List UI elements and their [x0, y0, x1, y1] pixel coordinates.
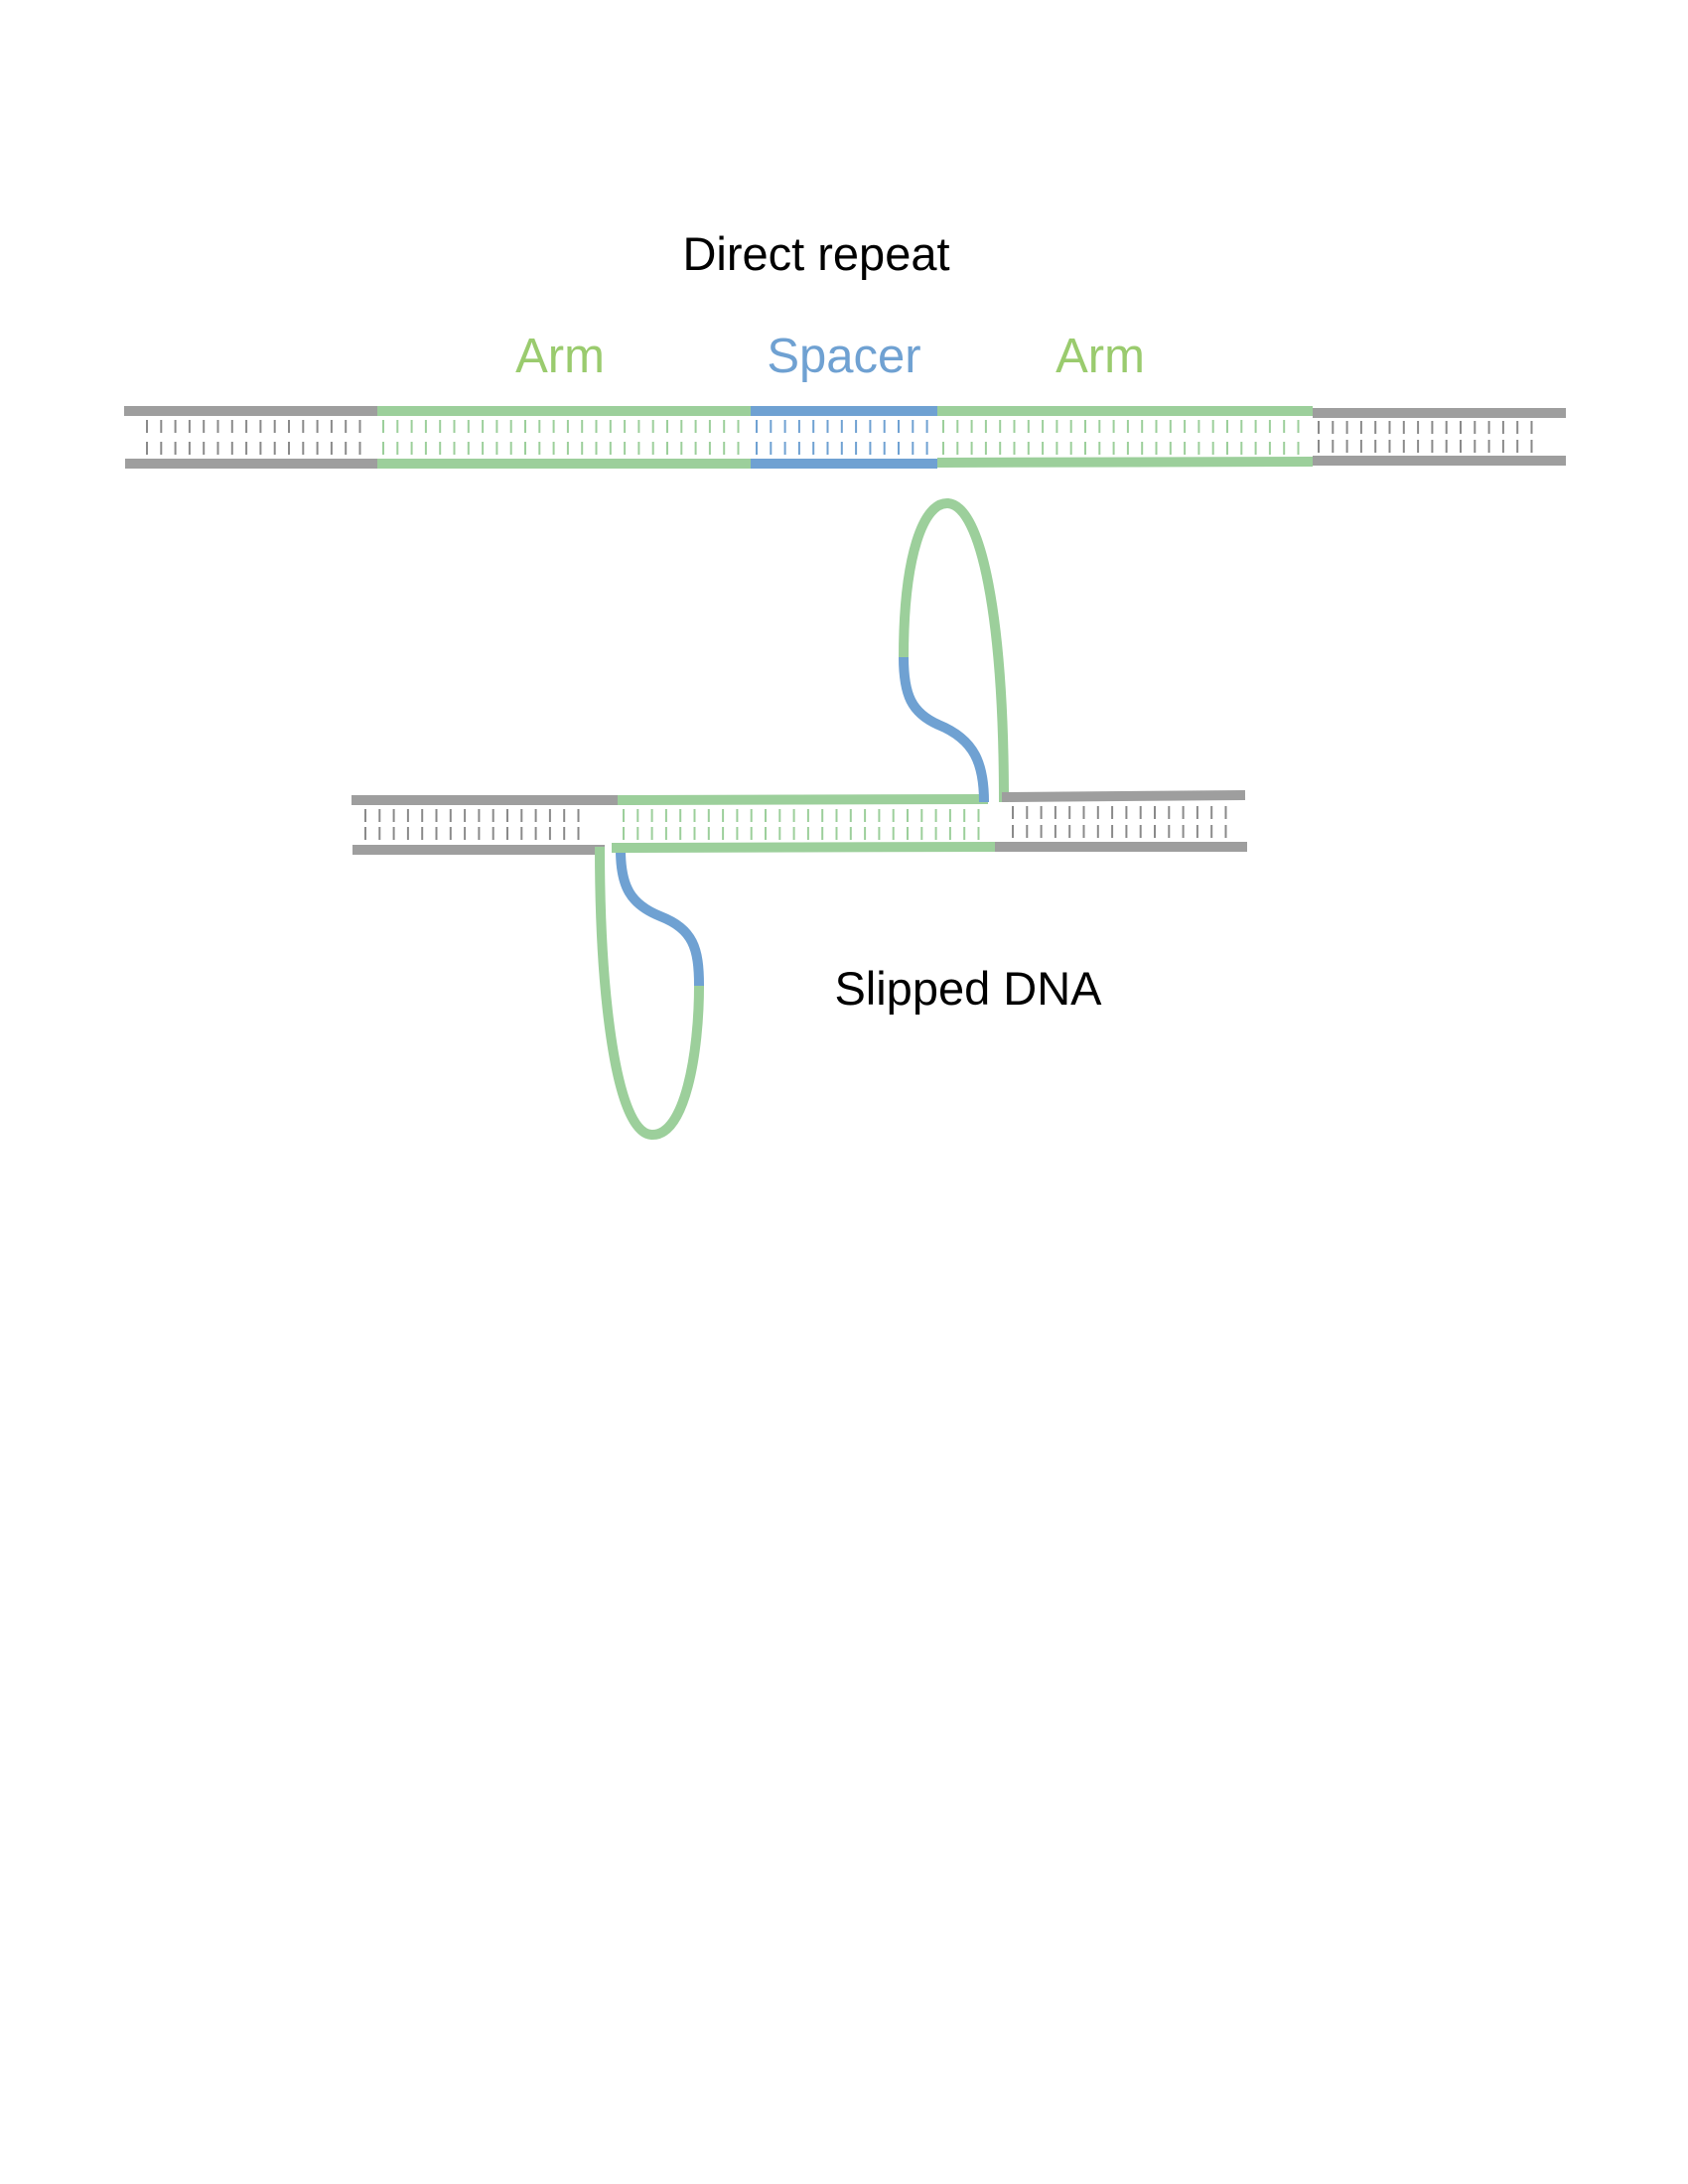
- lower-loop-spacer: [616, 849, 704, 987]
- upper-loop-spacer: [899, 656, 989, 803]
- base-pair-ticks: [146, 420, 1533, 455]
- slipped-upper-strand: [352, 498, 1246, 805]
- slipped-flank-right-upper: [1001, 790, 1246, 802]
- slipped-base-pair-ticks: [364, 806, 1227, 840]
- slipped-arm-lower: [611, 842, 998, 853]
- slipped-lower-strand: [352, 842, 1247, 1140]
- upper-loop-arm: [899, 498, 1009, 803]
- arm-label-right: Arm: [1055, 330, 1145, 383]
- top-duplex-lower-strand: [125, 456, 1566, 469]
- diagram-title: Direct repeat: [682, 227, 949, 280]
- arm-right-lower: [936, 457, 1314, 468]
- slipped-dna-label: Slipped DNA: [834, 962, 1102, 1015]
- lower-loop-arm: [595, 846, 704, 1140]
- top-duplex-upper-strand: [124, 406, 1566, 418]
- arm-label-left: Arm: [515, 330, 605, 383]
- slipped-arm-upper: [617, 794, 989, 805]
- spacer-label: Spacer: [767, 330, 920, 383]
